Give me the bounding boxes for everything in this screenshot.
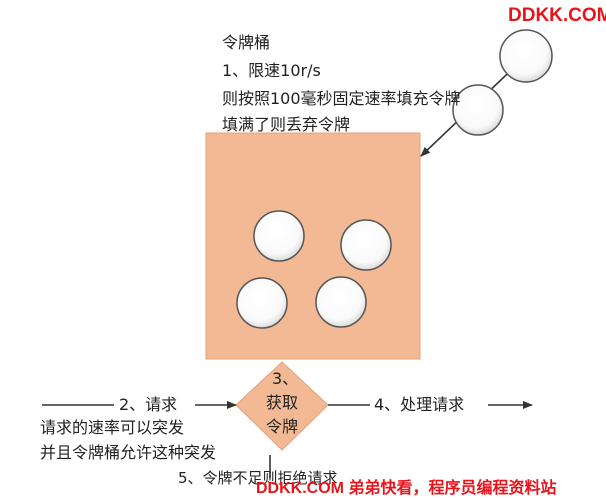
bucket-fill-rule: 则按照100毫秒固定速率填充令牌 xyxy=(222,89,461,108)
acquire-token-diamond xyxy=(235,361,329,451)
bucket-rate-limit: 1、限速10r/s xyxy=(222,61,321,80)
incoming-token xyxy=(499,29,553,83)
acquire-label: 获取 xyxy=(266,393,299,412)
watermark-bottom: DDKK.COM 弟弟快看，程序员编程资料站 xyxy=(256,480,557,497)
watermark-top: DDKK.COM xyxy=(508,5,606,26)
token-in-bucket xyxy=(340,219,392,271)
bucket-discard-rule: 填满了则丢弃令牌 xyxy=(222,115,351,134)
token-in-bucket xyxy=(253,210,305,262)
token-in-bucket xyxy=(315,276,367,328)
request-label: 2、请求 xyxy=(119,395,178,414)
acquire-step-number: 3、 xyxy=(272,369,299,388)
acquire-token-label: 令牌 xyxy=(266,417,299,436)
reject-label: 5、令牌不足则拒绝请求 xyxy=(178,469,338,487)
incoming-token xyxy=(452,84,504,136)
token-in-bucket xyxy=(236,277,288,329)
burst-note-line2: 并且令牌桶允许这种突发 xyxy=(40,443,217,462)
process-label: 4、处理请求 xyxy=(374,395,465,414)
burst-note-line1: 请求的速率可以突发 xyxy=(40,418,185,437)
bucket-title: 令牌桶 xyxy=(222,33,271,52)
